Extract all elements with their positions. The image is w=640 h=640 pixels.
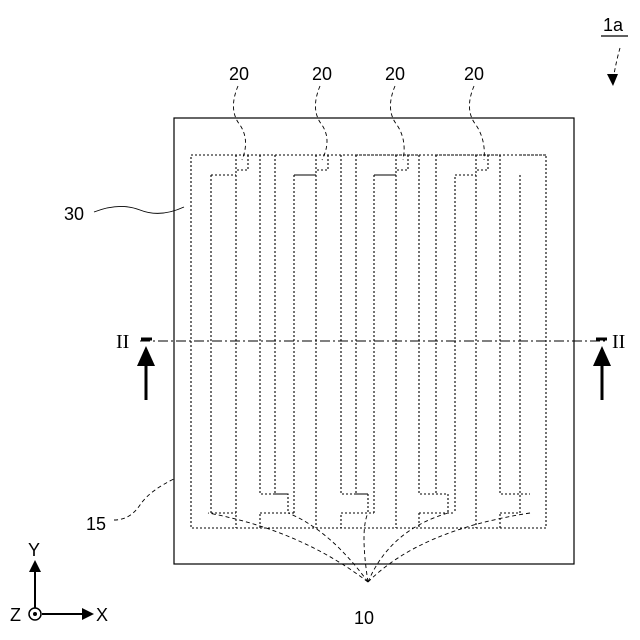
finger-labels: 20 20 20 20 (229, 64, 484, 160)
z-axis-dot (33, 612, 37, 616)
substrate-leader (94, 206, 184, 213)
reference-label: 1a (603, 15, 624, 35)
y-axis-label: Y (28, 540, 40, 560)
x-axis-label: X (96, 605, 108, 625)
reference-pointer-head (607, 74, 618, 86)
coordinate-axes: Y Z X (10, 540, 108, 625)
x-axis-arrowhead (82, 608, 94, 620)
electrode-label: 10 (354, 608, 374, 628)
finger-label-1: 20 (229, 64, 249, 84)
section-label-right: II (612, 331, 625, 353)
z-axis-label: Z (10, 605, 21, 625)
y-axis-arrowhead (29, 560, 41, 572)
border-leader (114, 478, 176, 520)
section-label-left: II (116, 331, 129, 353)
finger-label-4: 20 (464, 64, 484, 84)
electrode-leaders (208, 513, 530, 582)
border-label: 15 (86, 514, 106, 534)
section-arrow-right (593, 339, 611, 400)
finger-label-2: 20 (312, 64, 332, 84)
finger-label-3: 20 (385, 64, 405, 84)
substrate-label: 30 (64, 204, 84, 224)
section-arrow-left (137, 339, 155, 400)
